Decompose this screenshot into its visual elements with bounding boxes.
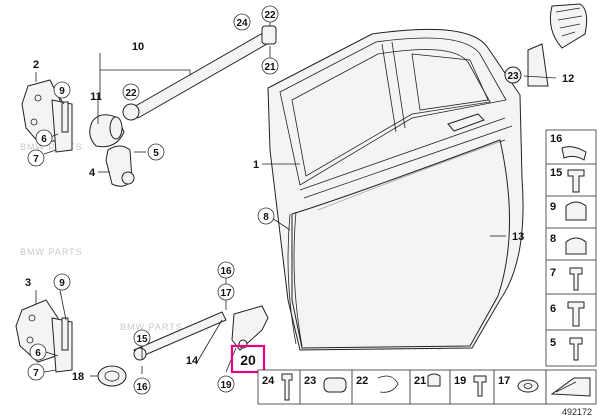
- bottom-legend-21[interactable]: 21: [414, 375, 426, 387]
- arrow-icon: [555, 381, 577, 393]
- side-legend: 16 15 9 8 7 6 5: [545, 129, 597, 367]
- bottom-legend-22[interactable]: 22: [356, 375, 368, 387]
- door-check-bracket[interactable]: [105, 145, 135, 187]
- clip-icon: [377, 375, 399, 393]
- bottom-legend-19[interactable]: 19: [454, 375, 466, 387]
- door-check-rod-upper[interactable]: [122, 7, 277, 121]
- callout-6[interactable]: 6: [35, 348, 41, 359]
- callout-circle: [27, 149, 45, 167]
- bottom-legend-frame: [257, 369, 597, 405]
- watermark-text: BMW PARTS: [20, 247, 83, 257]
- callout-21[interactable]: 21: [264, 62, 276, 73]
- callout-8[interactable]: 8: [263, 212, 269, 223]
- highlight-callout-20[interactable]: 20: [230, 344, 266, 374]
- side-legend-5[interactable]: 5: [550, 337, 556, 349]
- callout-circle: [29, 343, 47, 361]
- callout-2[interactable]: 2: [33, 59, 39, 71]
- highlight-box: [230, 344, 266, 374]
- screw-icon: [281, 373, 293, 401]
- callout-9[interactable]: 9: [59, 86, 65, 97]
- callout-12[interactable]: 12: [562, 73, 574, 85]
- callout-15[interactable]: 15: [136, 334, 148, 345]
- callout-22[interactable]: 22: [264, 10, 276, 21]
- screw-icon: [569, 337, 583, 361]
- callout-4[interactable]: 4: [89, 167, 96, 179]
- screw-icon: [569, 267, 583, 291]
- pin-icon: [473, 375, 487, 397]
- callout-circle: [261, 57, 279, 75]
- cap-nut-icon: [565, 201, 587, 221]
- callout-6[interactable]: 6: [41, 134, 47, 145]
- callout-7[interactable]: 7: [33, 368, 39, 379]
- callout-9[interactable]: 9: [59, 278, 65, 289]
- callout-circle: [35, 129, 53, 147]
- callout-16[interactable]: 16: [220, 266, 232, 277]
- callout-1[interactable]: 1: [253, 159, 259, 171]
- callout-20[interactable]: 20: [240, 352, 256, 368]
- cap-nut-icon: [565, 237, 587, 255]
- watermark-text: BMW PARTS: [120, 322, 183, 332]
- callout-10[interactable]: 10: [132, 41, 144, 53]
- washer-icon: [517, 379, 539, 393]
- callout-circle: [53, 81, 71, 99]
- callout-circle: [133, 329, 151, 347]
- callout-circle: [261, 5, 279, 23]
- callout-circle: [257, 207, 275, 225]
- lower-hinge[interactable]: [15, 299, 73, 373]
- nut-icon: [427, 373, 441, 387]
- callout-circle: [233, 13, 251, 31]
- roller-part[interactable]: [97, 365, 127, 387]
- callout-16[interactable]: 16: [136, 382, 148, 393]
- callout-18[interactable]: 18: [72, 371, 84, 383]
- callout-circle: [27, 363, 45, 381]
- catalog-number: 492172: [562, 407, 592, 417]
- bolt-icon: [567, 169, 585, 193]
- bottom-legend-17[interactable]: 17: [498, 375, 510, 387]
- callouts: 10 24 22 21 22 11 5 4 2 9 6 7 1 8: [25, 5, 574, 395]
- watermark-text: BMW PARTS: [20, 142, 83, 152]
- side-legend-16[interactable]: 16: [550, 133, 562, 145]
- callout-14[interactable]: 14: [186, 355, 199, 367]
- arrow-icon: [550, 377, 591, 397]
- trim-insert[interactable]: [504, 3, 588, 87]
- bolt-icon: [567, 301, 585, 327]
- callout-24[interactable]: 24: [236, 18, 248, 29]
- callout-17[interactable]: 17: [220, 288, 232, 299]
- callout-13[interactable]: 13: [512, 231, 524, 243]
- callout-circle: [133, 377, 151, 395]
- side-legend-6[interactable]: 6: [550, 303, 556, 315]
- side-legend-9[interactable]: 9: [550, 201, 556, 213]
- callout-11[interactable]: 11: [90, 91, 102, 103]
- callout-22[interactable]: 22: [125, 88, 137, 99]
- side-legend-8[interactable]: 8: [550, 233, 556, 245]
- callout-circle: [53, 273, 71, 291]
- callout-circle: [122, 83, 140, 101]
- bottom-legend-23[interactable]: 23: [304, 375, 316, 387]
- side-legend-15[interactable]: 15: [550, 167, 562, 179]
- callout-23[interactable]: 23: [507, 71, 519, 82]
- callout-5[interactable]: 5: [153, 148, 159, 159]
- callout-19[interactable]: 19: [220, 380, 232, 391]
- side-legend-7[interactable]: 7: [550, 267, 556, 279]
- bottom-legend: 24 23 22 21 19 17: [257, 369, 597, 405]
- clip-icon: [561, 146, 587, 161]
- bottom-legend-24[interactable]: 24: [262, 375, 275, 387]
- callout-7[interactable]: 7: [33, 154, 39, 165]
- upper-hinge[interactable]: [21, 79, 73, 153]
- callout-circle: [147, 143, 165, 161]
- callout-3[interactable]: 3: [25, 277, 31, 289]
- grommet-part[interactable]: [89, 114, 125, 148]
- rear-door-shell[interactable]: [267, 28, 524, 351]
- callout-circle: [217, 261, 235, 279]
- callout-circle: [217, 283, 235, 301]
- callout-circle: [217, 375, 235, 393]
- plug-icon: [323, 377, 347, 393]
